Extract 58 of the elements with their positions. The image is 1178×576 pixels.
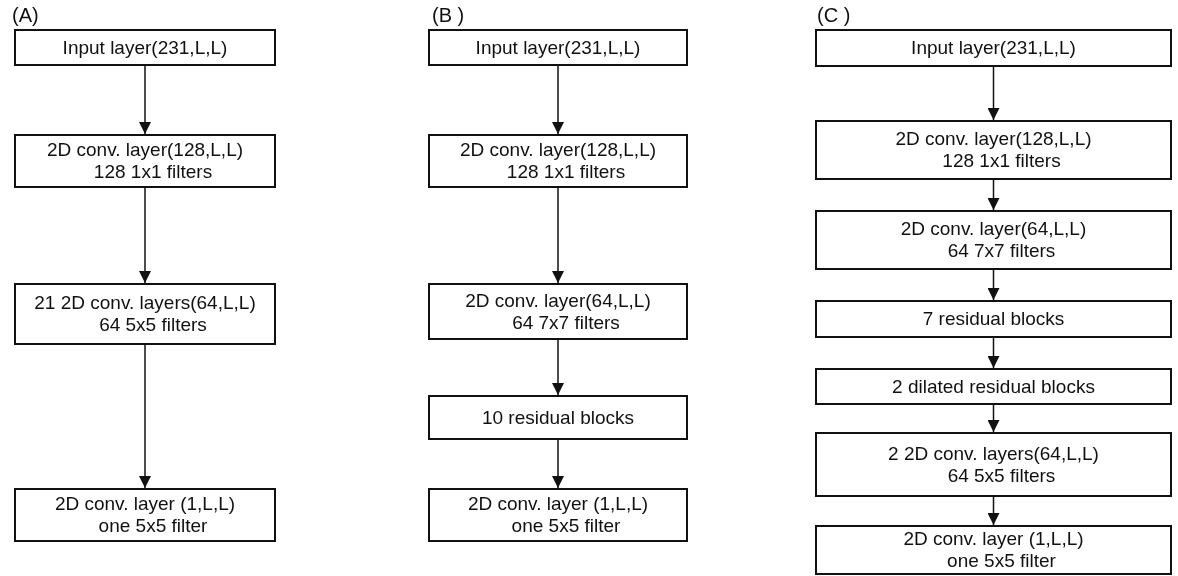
layer-box: [428, 134, 688, 188]
layer-detail: 64 5x5 filters: [946, 464, 1056, 487]
layer-title: 2D conv. layer(128,L,L): [895, 128, 1092, 150]
layer-title: 2 dilated residual blocks: [892, 375, 1095, 398]
layer-title: 7 residual blocks: [922, 308, 1065, 330]
arrow: [139, 65, 151, 135]
layer-detail: 128 1x1 filters: [941, 150, 1061, 172]
layer-detail: 64 7x7 filters: [511, 311, 620, 334]
layer-detail: 64 7x7 filters: [946, 240, 1056, 262]
layer-box: [815, 525, 1172, 575]
layer-title: 2D conv. layer(64,L,L): [900, 218, 1087, 240]
arrow: [987, 179, 1000, 211]
arrow: [987, 337, 1000, 369]
layer-box: [815, 210, 1172, 270]
layer-title: 2D conv. layer (1,L,L): [903, 528, 1084, 550]
layer-title: 2D conv. layer(128,L,L): [46, 139, 244, 161]
layer-title: 2D conv. layer(128,L,L): [459, 139, 657, 161]
layer-detail: 128 1x1 filters: [505, 161, 626, 183]
layer-detail: one 5x5 filter: [946, 550, 1056, 572]
layer-title: 2D conv. layer (1,L,L): [467, 493, 649, 515]
layer-detail: one 5x5 filter: [510, 515, 621, 537]
arrow: [987, 269, 1000, 301]
layer-detail: one 5x5 filter: [97, 515, 208, 537]
arrow: [552, 439, 564, 489]
layer-box: [815, 432, 1172, 497]
panel-label: (B ): [432, 4, 465, 27]
arrow: [552, 187, 564, 284]
layer-box: [815, 120, 1172, 180]
arrow: [987, 496, 1000, 526]
layer-title: 2D conv. layer(64,L,L): [465, 289, 651, 312]
layer-box: [428, 29, 688, 66]
arrow: [552, 65, 564, 135]
arrow: [139, 187, 151, 284]
arrow: [987, 66, 1000, 121]
layer-title: Input layer(231,L,L): [911, 37, 1076, 59]
arrow: [987, 404, 1000, 433]
layer-title: 2 2D conv. layers(64,L,L): [888, 442, 1099, 465]
layer-box: [815, 300, 1172, 338]
layer-title: Input layer(231,L,L): [475, 36, 641, 59]
layer-box: [428, 395, 688, 440]
layer-box: [14, 29, 276, 66]
arrow: [139, 344, 151, 489]
layer-box: [428, 283, 688, 340]
layer-box: [815, 29, 1172, 67]
layer-box: [14, 488, 276, 542]
layer-box: [815, 368, 1172, 405]
layer-detail: 128 1x1 filters: [92, 161, 213, 183]
layer-title: Input layer(231,L,L): [62, 36, 228, 59]
arrow: [552, 339, 564, 396]
layer-detail: 64 5x5 filters: [98, 314, 207, 336]
layer-title: 21 2D conv. layers(64,L,L): [34, 292, 256, 314]
layer-title: 2D conv. layer (1,L,L): [54, 493, 236, 515]
panel-label: (A): [12, 4, 39, 27]
panel-label: (C ): [817, 4, 851, 27]
layer-box: [14, 283, 276, 345]
layer-box: [14, 134, 276, 188]
layer-box: [428, 488, 688, 542]
layer-title: 10 residual blocks: [481, 406, 635, 429]
